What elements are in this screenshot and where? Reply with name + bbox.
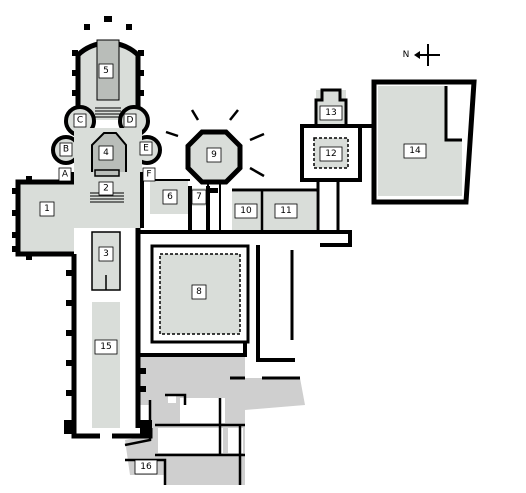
svg-text:B: B: [63, 145, 69, 155]
svg-text:3: 3: [103, 249, 109, 259]
svg-text:4: 4: [103, 148, 109, 158]
svg-text:5: 5: [103, 66, 109, 76]
svg-text:16: 16: [140, 462, 152, 472]
label-E: E: [139, 141, 153, 156]
label-12: 12: [319, 146, 343, 162]
crossing: [70, 128, 144, 228]
transept-north: [12, 176, 74, 260]
label-D: D: [123, 113, 137, 128]
svg-text:8: 8: [196, 287, 202, 297]
label-1: 1: [39, 201, 55, 217]
sacristy: [150, 179, 210, 232]
refectory: [371, 79, 477, 205]
svg-text:13: 13: [325, 108, 336, 118]
label-11: 11: [274, 203, 298, 219]
ruins-area: [124, 353, 305, 485]
nave: [64, 228, 153, 439]
label-2: 2: [98, 181, 114, 196]
svg-text:E: E: [143, 144, 149, 154]
label-16: 16: [134, 459, 158, 475]
svg-text:10: 10: [240, 206, 252, 216]
svg-text:D: D: [127, 116, 134, 126]
svg-text:F: F: [146, 170, 151, 180]
label-9: 9: [206, 147, 222, 163]
label-F: F: [142, 167, 156, 182]
label-13: 13: [319, 105, 343, 121]
label-B: B: [59, 142, 73, 157]
svg-text:14: 14: [409, 146, 421, 156]
label-3: 3: [98, 246, 114, 262]
svg-text:C: C: [77, 116, 83, 126]
label-10: 10: [234, 203, 258, 219]
svg-text:A: A: [62, 170, 69, 180]
north-arrow: N: [403, 44, 440, 66]
svg-text:6: 6: [167, 192, 173, 202]
svg-text:11: 11: [280, 206, 291, 216]
label-8: 8: [191, 284, 207, 300]
label-7: 7: [191, 189, 207, 205]
svg-text:1: 1: [44, 204, 50, 214]
cloister: [138, 230, 352, 380]
label-C: C: [73, 113, 87, 128]
label-A: A: [58, 167, 72, 182]
svg-text:12: 12: [325, 149, 336, 159]
svg-text:9: 9: [211, 150, 217, 160]
label-14: 14: [403, 143, 427, 159]
label-5: 5: [98, 63, 114, 79]
svg-text:2: 2: [103, 184, 109, 194]
svg-text:7: 7: [196, 192, 202, 202]
svg-text:15: 15: [100, 342, 111, 352]
room-labels: 1 2 3 4 5 6 7 8 9 10 11 12 13 14 15 16 A…: [39, 63, 427, 475]
label-4: 4: [98, 145, 114, 161]
north-label: N: [403, 50, 410, 60]
label-6: 6: [162, 189, 178, 205]
label-15: 15: [94, 339, 118, 355]
